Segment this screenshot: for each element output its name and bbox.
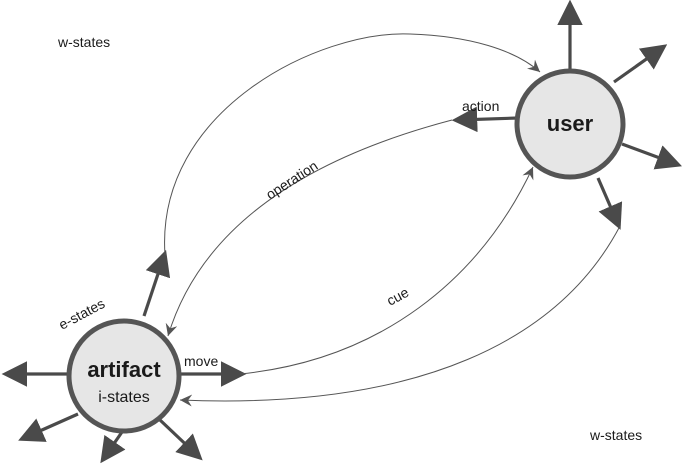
curve-operation [165, 119, 453, 337]
artifact-sublabel: i-states [98, 389, 150, 406]
move-label: move [184, 353, 218, 369]
w-states-bottom-label: w-states [589, 427, 642, 443]
cue-label: cue [384, 284, 412, 309]
artifact-radial-arrows [1, 249, 247, 464]
e-states-arrow [142, 249, 171, 317]
user-arrow-right [621, 142, 683, 170]
user-node: user [514, 68, 626, 180]
curve-cue [239, 166, 534, 375]
artifact-circle [66, 318, 182, 434]
user-circle [514, 68, 626, 180]
artifact-arrow-down-right [158, 418, 203, 461]
artifact-label: artifact [87, 357, 161, 382]
artifact-arrow-down-left [18, 412, 79, 442]
artifact-node: artifact i-states [66, 318, 182, 434]
user-arrow-up-right [613, 44, 668, 84]
transition-curves [164, 33, 621, 407]
curve-e-states-to-user [164, 33, 541, 256]
w-states-top-label: w-states [57, 34, 110, 50]
user-radial-arrows [451, 0, 683, 230]
action-label: action [462, 98, 499, 114]
curve-user-to-artifact [179, 225, 621, 407]
user-label: user [547, 111, 594, 136]
operation-label: operation [263, 157, 321, 202]
artifact-arrow-down [100, 431, 126, 464]
action-arrow [451, 106, 519, 133]
user-arrow-down-right [596, 177, 623, 230]
